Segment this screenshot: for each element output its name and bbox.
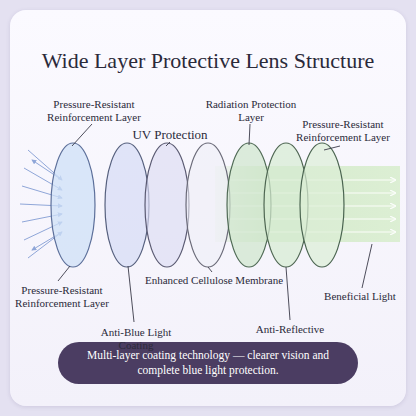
callout-label: Radiation Protection Layer: [196, 98, 306, 123]
callout-label: Enhanced Cellulose Membrane: [134, 274, 294, 287]
callout-label: Anti-Reflective: [236, 323, 344, 336]
caption: Multi-layer coating technology — clearer…: [58, 343, 358, 383]
callout-label: Pressure-Resistant Reinforcement Layer: [38, 98, 150, 123]
callout-label: Beneficial Light: [318, 290, 402, 303]
callout-label: Pressure-Resistant Reinforcement Layer: [14, 284, 110, 309]
caption-pill: Multi-layer coating technology — clearer…: [58, 342, 358, 384]
callout-label: Pressure-Resistant Reinforcement Layer: [286, 118, 400, 143]
callout-label: Anti-Blue Light Coating: [82, 326, 190, 351]
title: Wide Layer Protective Lens Structure: [14, 48, 402, 73]
callout-label: UV Protection: [118, 128, 222, 143]
